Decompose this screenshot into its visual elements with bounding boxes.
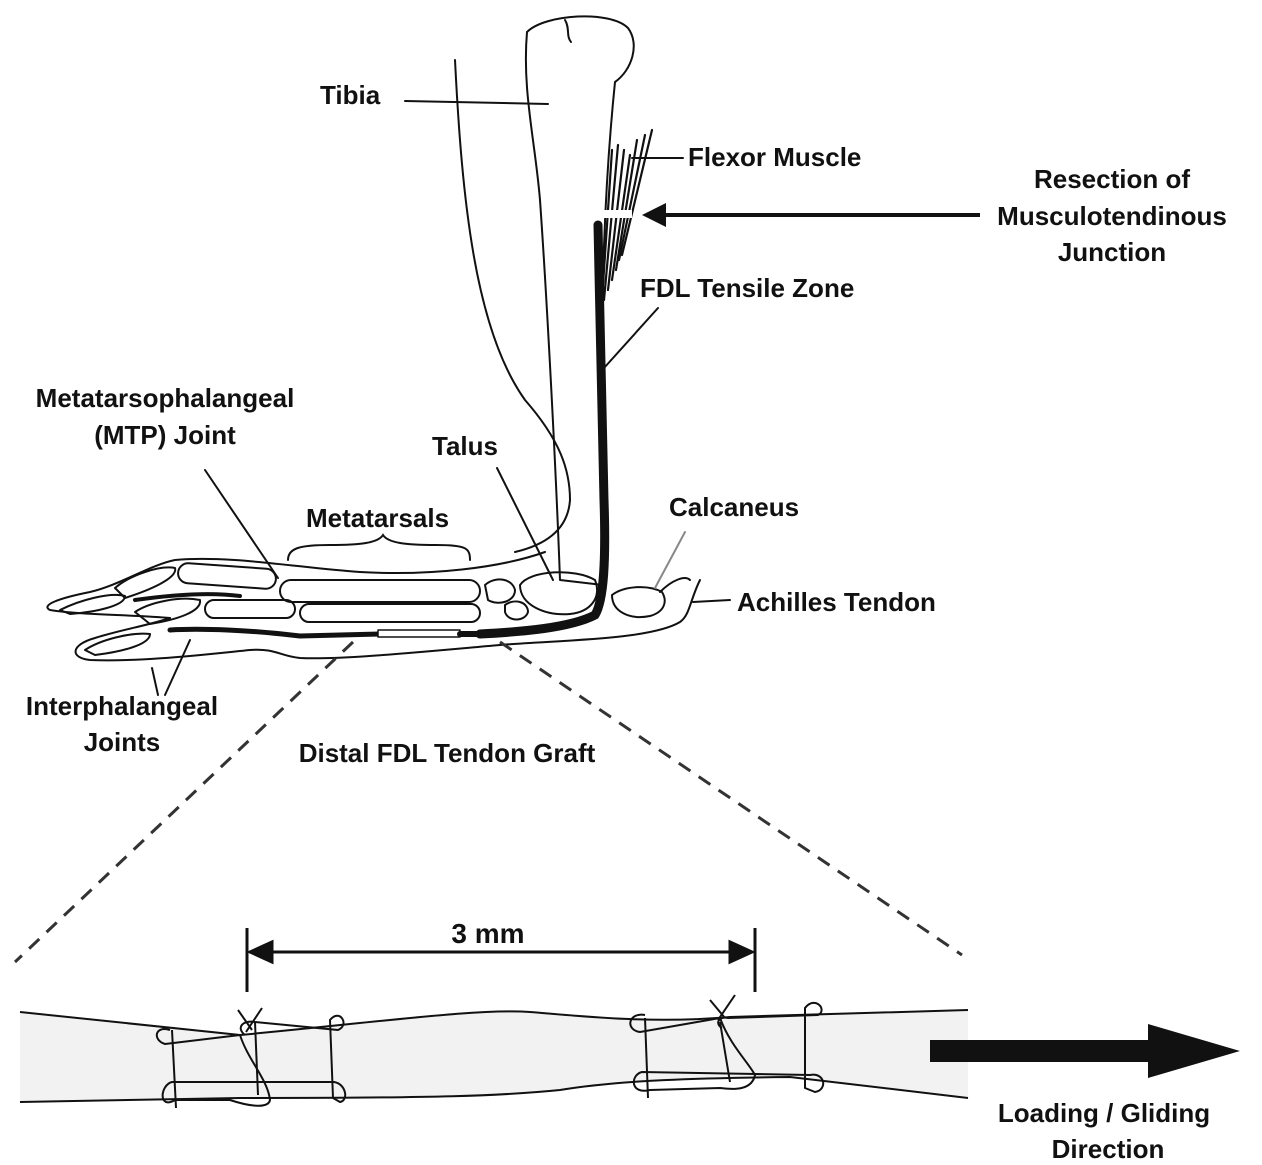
loading-arrow — [930, 1024, 1240, 1078]
fdl-tendon — [480, 225, 605, 634]
label-mtp-1: Metatarsophalangeal — [36, 383, 295, 413]
label-calcaneus: Calcaneus — [669, 492, 799, 522]
metatarsal-1 — [280, 580, 480, 602]
label-distal-graft: Distal FDL Tendon Graft — [299, 738, 596, 768]
fdl-tensile-leader — [604, 308, 658, 368]
metatarsal-2 — [300, 604, 480, 622]
label-measurement: 3 mm — [451, 918, 524, 949]
label-loading-1: Loading / Gliding — [998, 1098, 1210, 1128]
tibia-bone — [526, 16, 634, 585]
label-metatarsals: Metatarsals — [306, 503, 449, 533]
mtp-leader — [205, 470, 278, 578]
resection-arrow — [642, 203, 980, 227]
graft-segment-leg — [378, 630, 460, 637]
label-achilles-tendon: Achilles Tendon — [737, 587, 936, 617]
label-flexor-muscle: Flexor Muscle — [688, 142, 861, 172]
label-interphalangeal-1: Interphalangeal — [26, 691, 218, 721]
label-interphalangeal-2: Joints — [84, 727, 161, 757]
interphalangeal-leader — [152, 640, 190, 695]
label-tibia: Tibia — [320, 80, 381, 110]
label-resection-1: Resection of — [1034, 164, 1190, 194]
calcaneus-bone — [612, 587, 665, 617]
talus-bone — [520, 572, 597, 614]
labels: Tibia Flexor Muscle Resection of Musculo… — [26, 80, 1227, 1164]
label-talus: Talus — [432, 431, 498, 461]
label-mtp-2: (MTP) Joint — [94, 420, 236, 450]
label-loading-2: Direction — [1052, 1134, 1165, 1164]
fibula-outline — [455, 60, 570, 552]
achilles-leader — [693, 600, 730, 602]
tibia-leader — [405, 101, 548, 104]
tendon-body — [20, 1010, 968, 1102]
resection-gap — [596, 210, 632, 218]
label-resection-2: Musculotendinous — [997, 201, 1227, 231]
zoomed-tendon — [20, 928, 1240, 1108]
leg-illustration — [47, 16, 700, 660]
label-resection-3: Junction — [1058, 237, 1166, 267]
metatarsals-brace — [288, 535, 470, 560]
label-fdl-tensile-zone: FDL Tensile Zone — [640, 273, 854, 303]
